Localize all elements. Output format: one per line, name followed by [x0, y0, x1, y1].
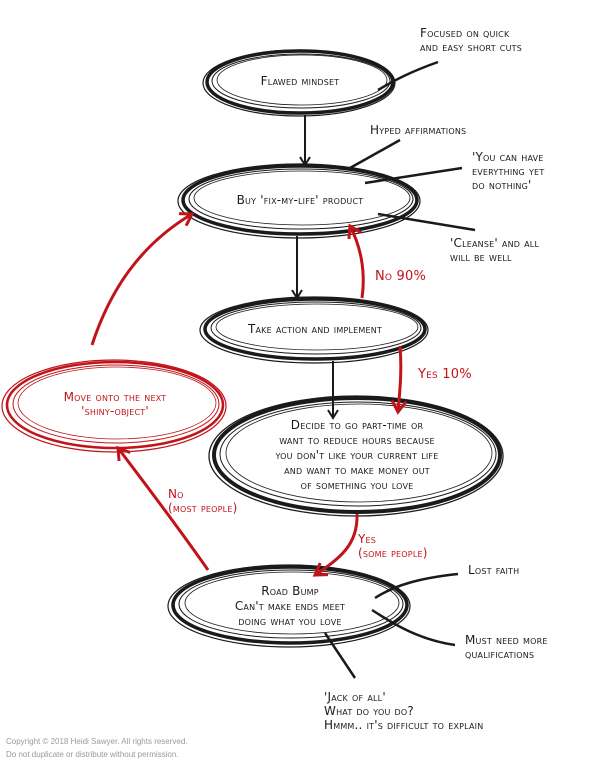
annotation-hyped: Hyped affirmations [370, 123, 467, 137]
annotation-jack-of-all: 'Jack of all' What do you do? Hmmm.. it'… [324, 690, 484, 732]
leader-focused [377, 60, 439, 92]
node-shiny-object-ellipse [1, 359, 227, 453]
arrow-no-90-back-to-buy [350, 226, 365, 299]
node-take-action-ellipse [199, 296, 429, 364]
leader-you-can-have [364, 166, 463, 185]
node-flawed-mindset: Flawed mindset [260, 74, 340, 88]
node-decide: Decide to go part-time or want to reduce… [275, 418, 439, 492]
annotation-you-can-have: 'You can have everything yet do nothing' [472, 150, 545, 192]
annotation-lost-faith: Lost faith [468, 563, 520, 577]
edge-label-yes-some: Yes (some people) [358, 532, 428, 560]
annotation-cleanse: 'Cleanse' and all will be well [450, 236, 540, 264]
leader-cleanse [377, 212, 476, 232]
node-decide-ellipse [208, 395, 504, 517]
edge-label-no-most: No (most people) [168, 487, 238, 515]
node-shiny-object: Move onto the next 'shiny-object' [63, 390, 167, 418]
node-road-bump: Road Bump Can't make ends meet doing wha… [234, 584, 346, 628]
leader-hyped [349, 138, 401, 170]
node-take-action: Take action and implement [247, 322, 383, 336]
node-buy-product: Buy 'fix-my-life' product [236, 193, 364, 207]
edge-label-no-90: No 90% [375, 269, 427, 284]
arrow-shiny-to-buy [90, 214, 192, 346]
annotation-must-need: Must need more qualifications [465, 633, 548, 661]
edge-label-yes-10: Yes 10% [418, 367, 472, 382]
leader-lost-faith [374, 572, 459, 600]
copyright-notice: Copyright © 2018 Heidi Sawyer. All right… [6, 737, 188, 759]
arrow-yes-10-to-decide [398, 345, 401, 412]
arrow-no-most-to-shiny [118, 448, 210, 571]
leader-must-need [371, 608, 456, 647]
annotation-focused: Focused on quick and easy short cuts [420, 26, 523, 54]
arrow-yes-some-to-road-bump [315, 513, 359, 575]
node-road-bump-ellipse [167, 564, 411, 648]
leader-jack-of-all [323, 632, 357, 679]
